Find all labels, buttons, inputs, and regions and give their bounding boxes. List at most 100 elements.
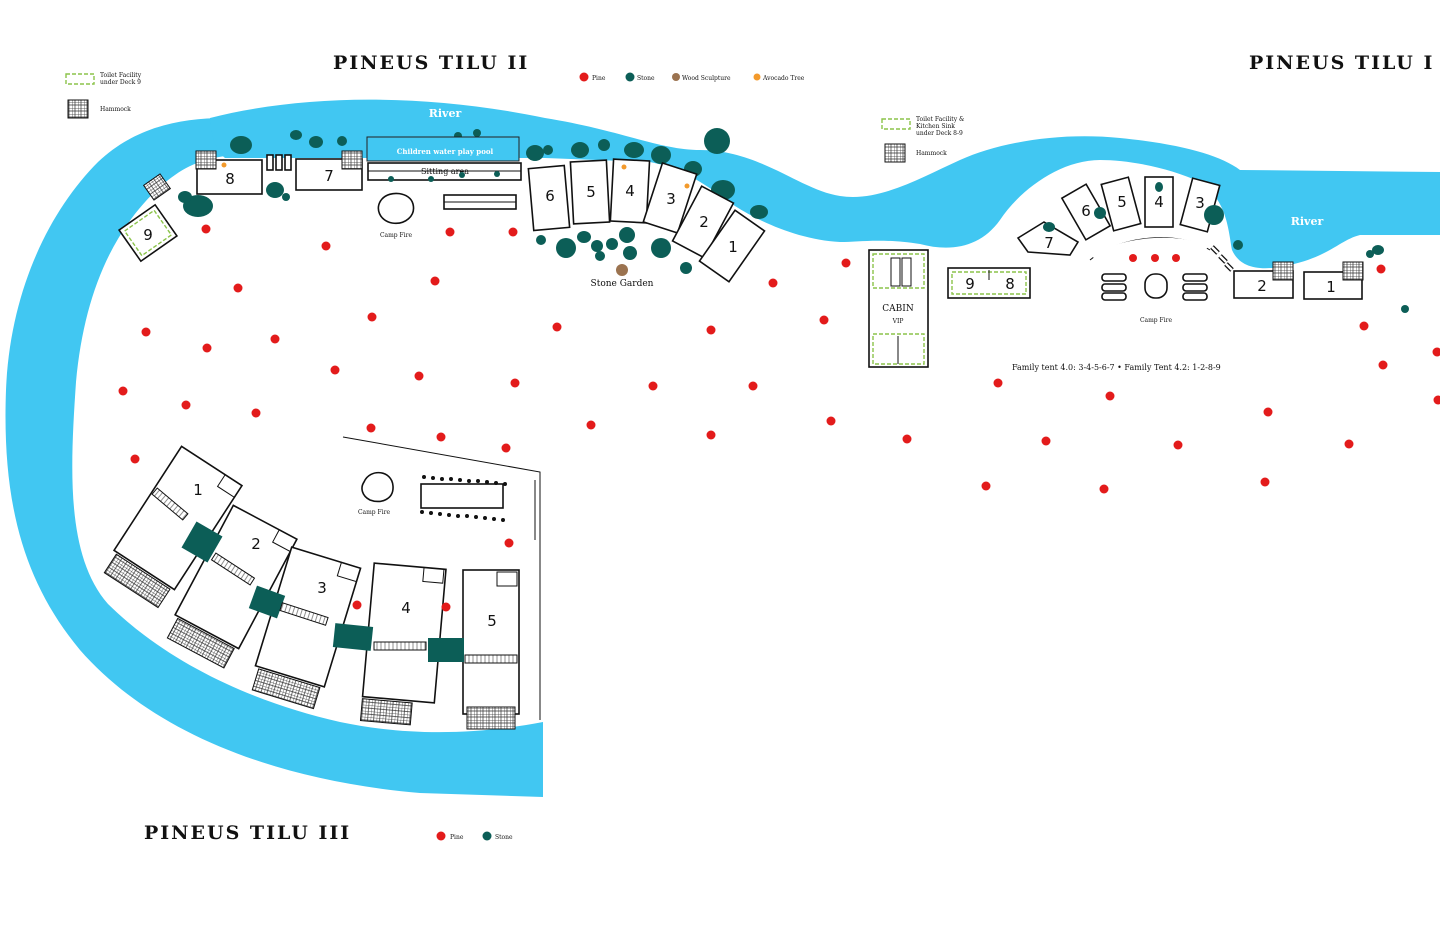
deck-t2-4[interactable]	[609, 158, 651, 224]
pine-icon	[367, 312, 377, 322]
avocado-tree-icon	[684, 183, 690, 189]
pine-icon	[436, 432, 446, 442]
connectors	[151, 487, 518, 664]
pine-icon	[251, 408, 261, 418]
pine-icon	[330, 365, 340, 375]
hammock-icon	[67, 99, 89, 119]
deck-t2-5[interactable]	[569, 159, 611, 225]
pine-icon	[1378, 360, 1388, 370]
deck-number: 5	[1117, 193, 1127, 211]
deck-number: 6	[1081, 202, 1091, 220]
pine-icon	[748, 381, 758, 391]
legend-toilet-line1: Toilet Facility &	[916, 116, 965, 123]
hammock-icon	[341, 150, 363, 170]
pine-icon	[1433, 395, 1440, 405]
fence	[342, 436, 541, 720]
pine-icon	[501, 443, 511, 453]
stone-garden-label: Stone Garden	[591, 279, 654, 289]
deck-number: 2	[1257, 277, 1267, 295]
pine-icon	[902, 434, 912, 444]
legend-top: Pine Stone Wood Sculpture Avocado Tree	[579, 72, 805, 82]
table-seats	[420, 475, 507, 522]
pine-icon	[768, 278, 778, 288]
hammock-icon	[1342, 261, 1364, 281]
pine-icon	[706, 325, 716, 335]
legend-hammock: Hammock	[916, 150, 947, 157]
pine-icon	[706, 430, 716, 440]
river-label-left: River	[429, 107, 462, 120]
river-top-band	[210, 99, 1440, 269]
small-benches	[266, 154, 292, 171]
toilet-facility-icon	[65, 73, 95, 85]
toilet-kitchen-icon	[881, 118, 911, 130]
pine-icon	[586, 420, 596, 430]
avocado-tree-icon	[621, 164, 627, 170]
deck-t3-5[interactable]	[462, 569, 520, 730]
deck-t3-4[interactable]	[359, 562, 447, 727]
campfire-ring	[377, 192, 415, 225]
stone-icon	[482, 831, 492, 841]
deck-t1-6[interactable]	[1060, 183, 1112, 241]
pine-icon	[1359, 321, 1369, 331]
legend-left: Toilet Facility under Deck 9 Hammock	[65, 72, 142, 119]
pine-icon	[366, 423, 376, 433]
pine-icon	[130, 454, 140, 464]
deck-t2-6[interactable]	[527, 164, 571, 232]
legend-pine: Pine	[592, 75, 606, 82]
pine-icon	[648, 381, 658, 391]
pine-icon	[441, 602, 451, 612]
deck-t2-3[interactable]	[642, 161, 698, 235]
pine-icon	[201, 224, 211, 234]
pine-icon	[981, 481, 991, 491]
pine-icon	[1099, 484, 1109, 494]
legend-toilet-line1: Toilet Facility	[100, 72, 142, 79]
pine-icon	[445, 227, 455, 237]
pine-icon	[504, 538, 514, 548]
tilu2-area: Children water play pool Sitting area Ca…	[117, 128, 768, 289]
deck-number: 6	[545, 187, 555, 205]
pine-icon	[841, 258, 851, 268]
deck-number: 4	[401, 599, 411, 617]
wood-sculpture-icon	[672, 73, 680, 81]
deck-t2-1[interactable]	[698, 209, 766, 283]
pine-icon	[819, 315, 829, 325]
hammock-icon	[142, 173, 172, 201]
tilu1-area: CABIN VIP 9 8 7 6 5 4 3	[868, 176, 1409, 372]
tilu2-stones	[178, 128, 768, 274]
deck-number: 4	[1154, 193, 1164, 211]
legend-avocado: Avocado Tree	[762, 75, 805, 82]
stone-icon	[625, 72, 635, 82]
deck-t1-7[interactable]	[1016, 221, 1080, 256]
deck-t3-1[interactable]	[101, 445, 244, 609]
deck-number: 8	[1005, 275, 1015, 293]
title-pineus-tilu-1: PINEUS TILU I	[1249, 52, 1434, 74]
deck-t1-5[interactable]	[1100, 176, 1142, 232]
legend-toilet-line2: under Deck 9	[100, 79, 141, 86]
deck-t2-9[interactable]	[117, 203, 179, 263]
wood-sculpture-icon	[616, 264, 628, 276]
hammock-icon	[195, 150, 217, 170]
deck-number: 3	[317, 579, 327, 597]
legend-pine: Pine	[450, 834, 464, 841]
deck-number: 2	[699, 213, 709, 231]
hammock-icon	[1272, 261, 1294, 281]
pine-icon	[510, 378, 520, 388]
bench-left	[1101, 273, 1127, 301]
deck-number: 7	[1044, 234, 1054, 252]
bench-right	[1182, 273, 1208, 301]
deck-t2-2[interactable]	[671, 185, 735, 259]
legend-toilet-line3: under Deck 8-9	[916, 130, 963, 137]
pine-icon	[414, 371, 424, 381]
pine-icon	[552, 322, 562, 332]
pine-icon	[1105, 391, 1115, 401]
legend-right: Toilet Facility & Kitchen Sink under Dec…	[881, 116, 965, 163]
pine-icon	[141, 327, 151, 337]
pine-icon	[1173, 440, 1183, 450]
campfire-ring	[361, 471, 394, 503]
deck-number: 5	[586, 183, 596, 201]
legend-wood: Wood Sculpture	[682, 75, 731, 82]
deck-number: 4	[625, 182, 635, 200]
pine-icon	[826, 416, 836, 426]
children-pool	[366, 136, 520, 162]
